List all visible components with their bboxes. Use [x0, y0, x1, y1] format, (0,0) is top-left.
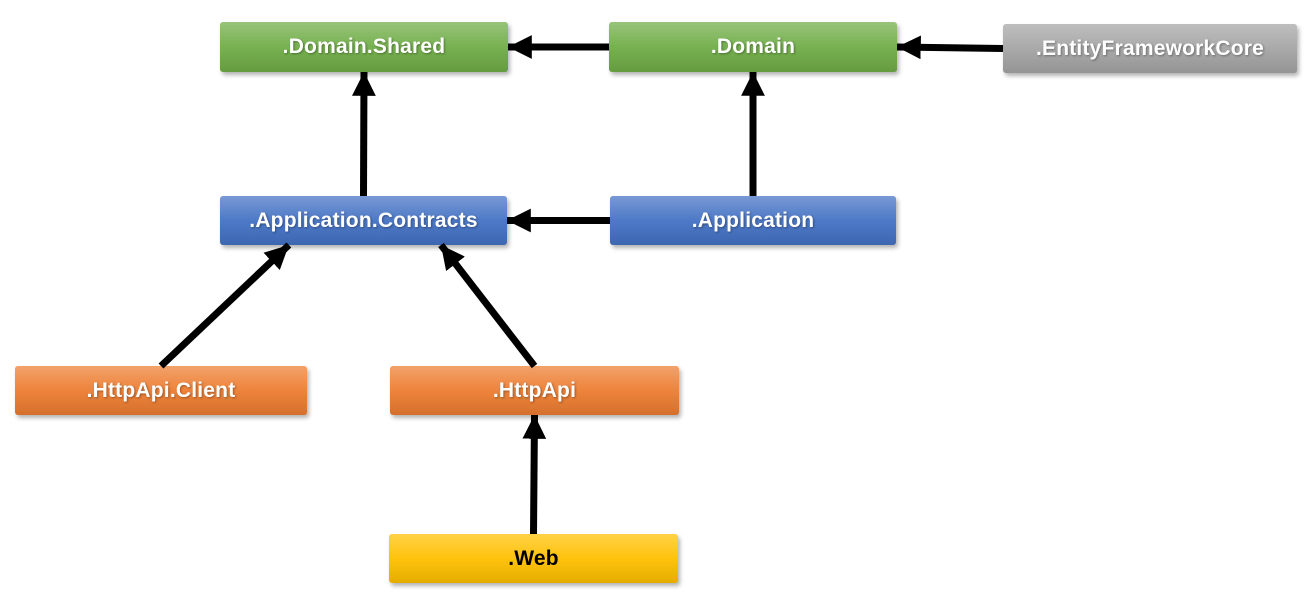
- node-httpapi-client: .HttpApi.Client: [15, 366, 307, 415]
- dependency-arrow-application-contracts-to-domain-shared: [352, 71, 376, 197]
- dependency-arrow-web-to-httpapi: [522, 414, 547, 535]
- node-domain-shared-label: .Domain.Shared: [282, 35, 446, 58]
- node-application-contracts: .Application.Contracts: [220, 196, 507, 245]
- node-entity-framework-core-label: .EntityFrameworkCore: [1035, 36, 1265, 60]
- node-application-label: .Application: [691, 208, 815, 232]
- node-httpapi-client-label: .HttpApi.Client: [86, 378, 236, 402]
- node-web: .Web: [389, 534, 678, 583]
- dependency-arrow-httpapi-to-application-contracts: [438, 242, 538, 369]
- node-domain-shared: .Domain.Shared: [220, 22, 508, 72]
- node-domain-label: .Domain: [710, 35, 796, 58]
- dependency-arrow-entity-framework-core-to-domain: [896, 35, 1004, 60]
- node-httpapi: .HttpApi: [390, 366, 679, 415]
- node-domain: .Domain: [609, 22, 897, 72]
- node-httpapi-label: .HttpApi: [492, 378, 577, 402]
- dependency-arrow-httpapi-client-to-application-contracts: [158, 242, 292, 369]
- node-web-label: .Web: [508, 546, 559, 570]
- node-application-contracts-label: .Application.Contracts: [249, 208, 478, 232]
- node-application: .Application: [610, 196, 896, 245]
- node-entity-framework-core: .EntityFrameworkCore: [1003, 24, 1297, 73]
